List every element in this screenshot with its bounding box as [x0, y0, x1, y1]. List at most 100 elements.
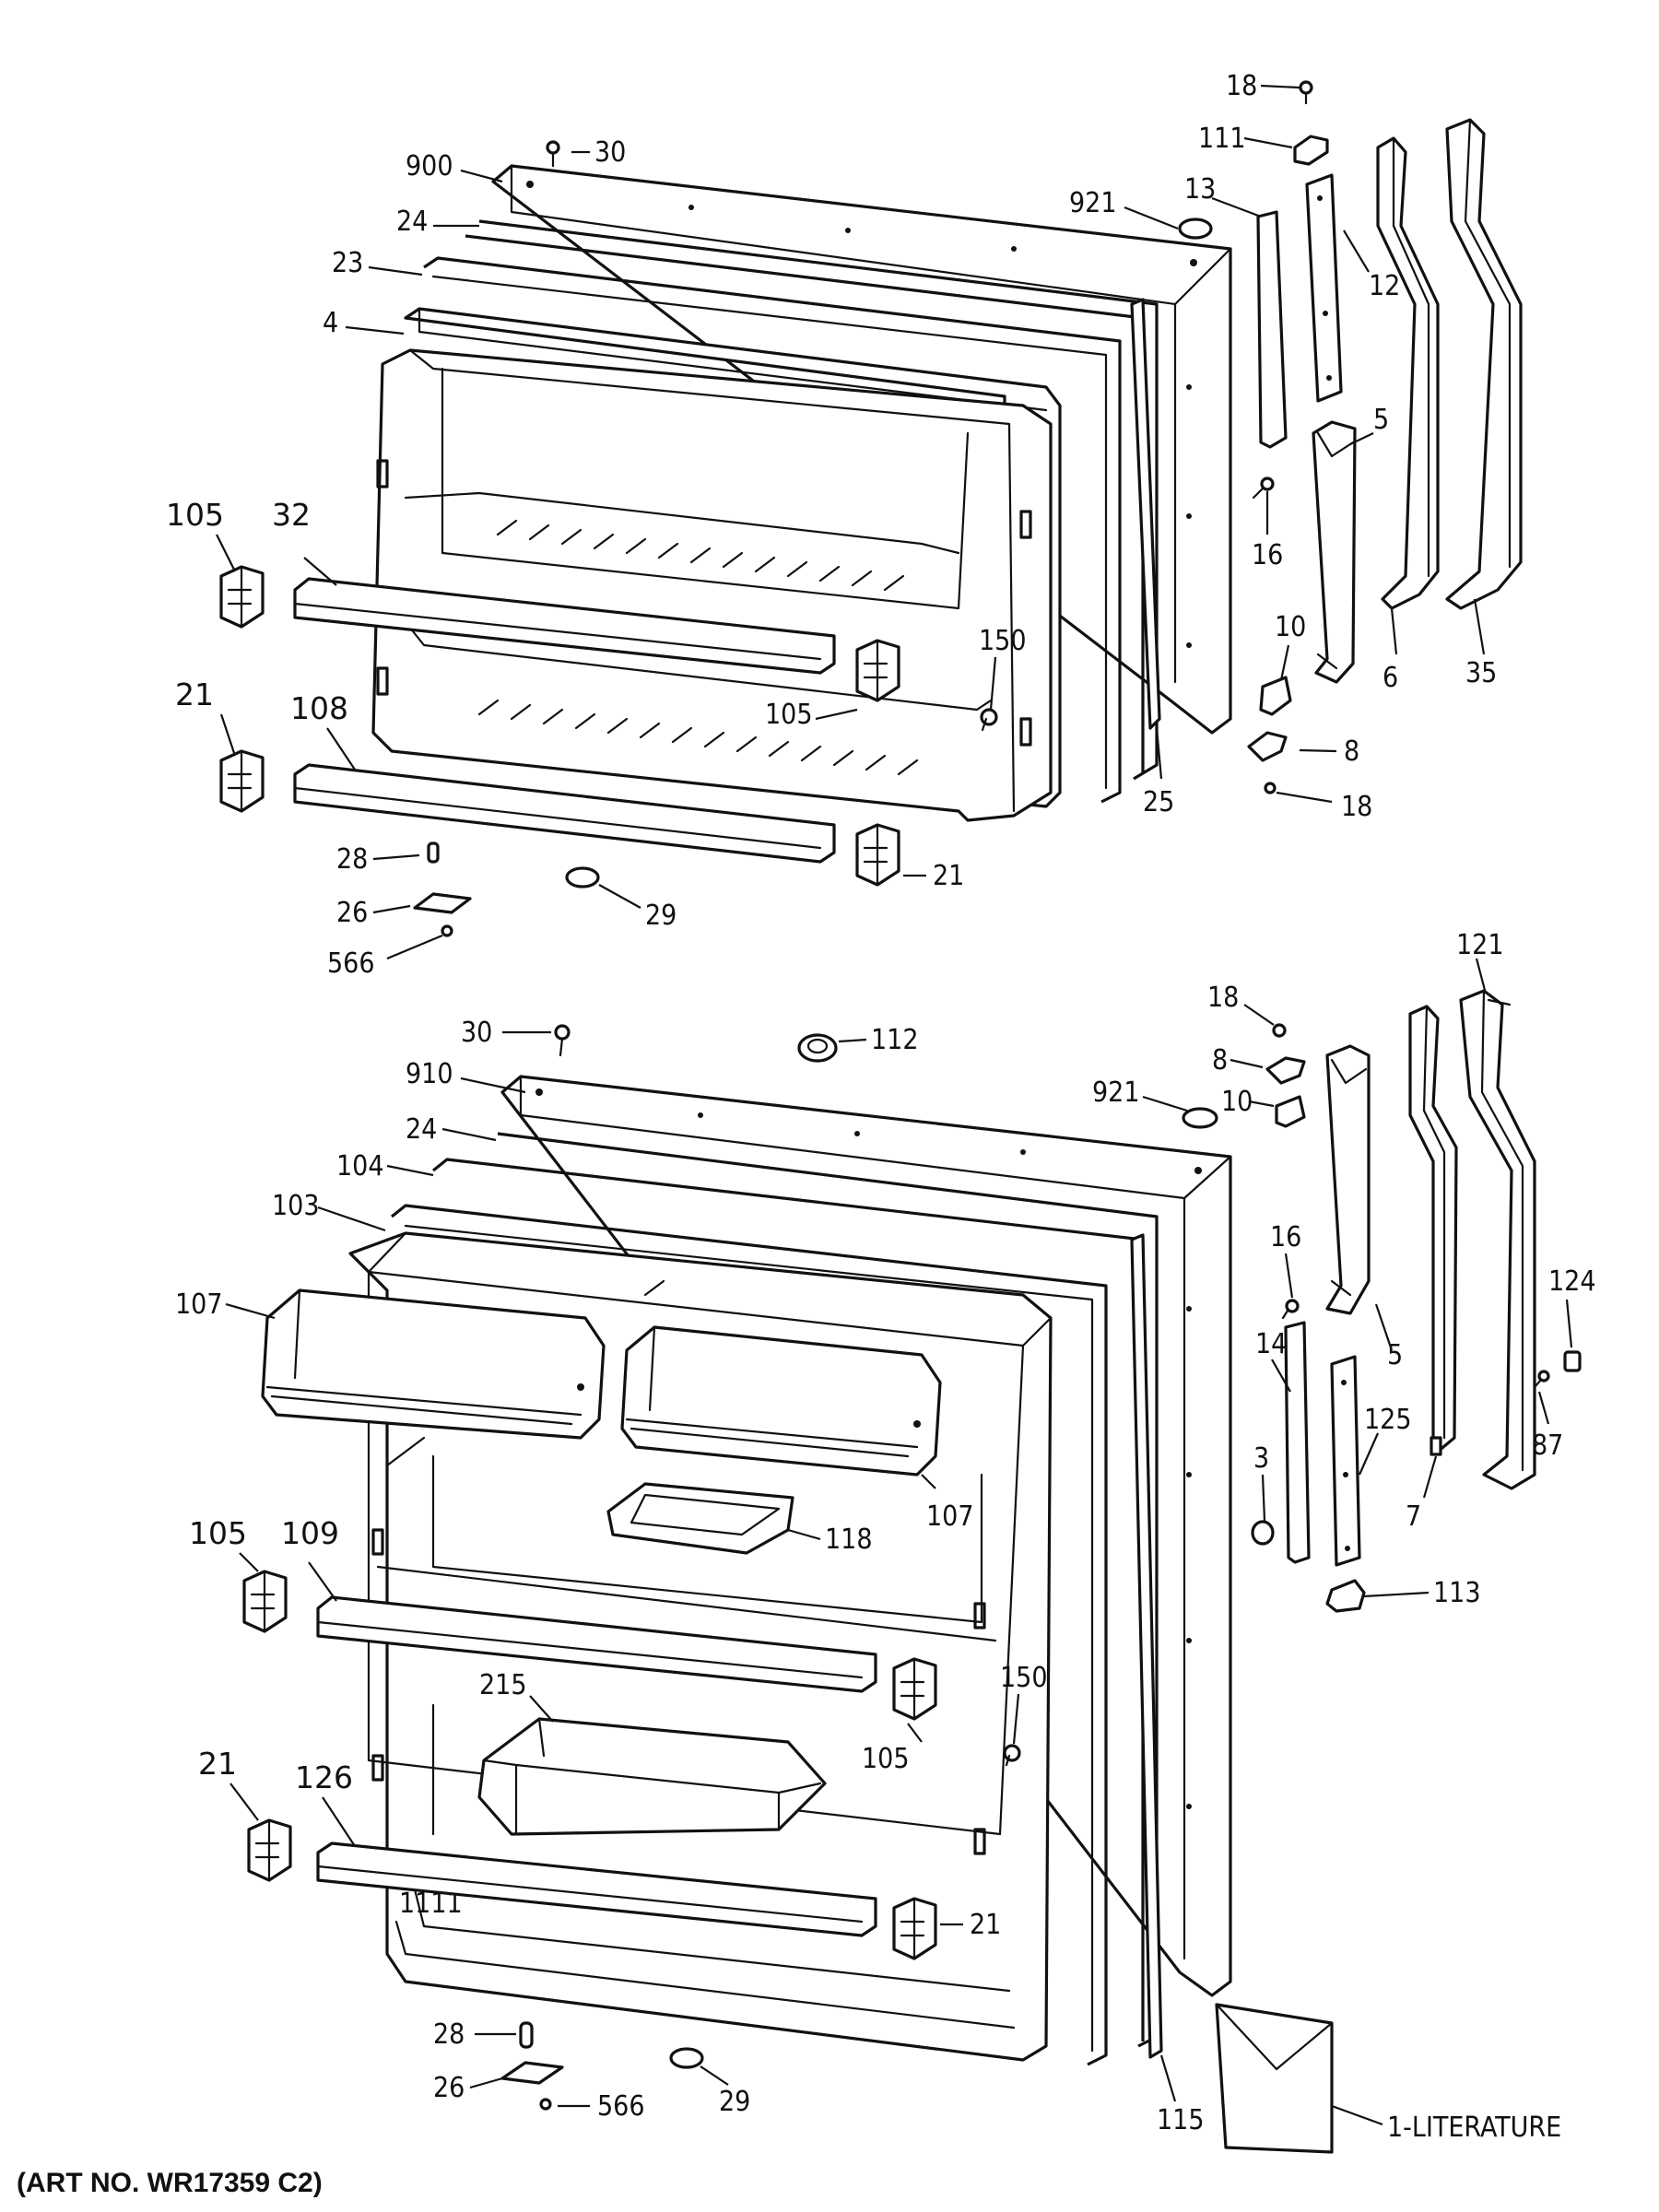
fresh-food-screw-16 — [1281, 1299, 1300, 1320]
freezer-door-gasket — [423, 219, 1159, 804]
callout-ff-18: 18 — [1207, 982, 1239, 1014]
freezer-hinge-bracket-111 — [1293, 135, 1329, 166]
callout-freezer-21-right: 21 — [933, 860, 964, 892]
callout-ff-112: 112 — [871, 1024, 919, 1056]
callout-freezer-12: 12 — [1369, 270, 1400, 302]
freezer-hinge-plate-12 — [1305, 173, 1343, 403]
fresh-food-top-screw-30 — [554, 1024, 571, 1057]
callout-ff-103: 103 — [272, 1190, 320, 1222]
callout-ff-105-right: 105 — [862, 1743, 910, 1775]
callout-ff-121: 121 — [1456, 929, 1504, 961]
callout-ff-30: 30 — [461, 1017, 492, 1049]
freezer-bumper-29 — [565, 866, 600, 888]
fresh-food-plug-921 — [1182, 1107, 1218, 1129]
callout-freezer-10: 10 — [1275, 611, 1306, 643]
fresh-food-shelf-clip-105-right — [892, 1657, 937, 1721]
fresh-food-dairy-door-107-left — [261, 1288, 606, 1440]
callout-ff-5: 5 — [1387, 1339, 1403, 1371]
callout-ff-105-left: 105 — [189, 1515, 247, 1551]
callout-freezer-921: 921 — [1069, 187, 1117, 219]
callout-freezer-32: 32 — [272, 497, 311, 533]
callout-ff-124: 124 — [1548, 1265, 1596, 1298]
freezer-shelf-clip-21-right — [855, 823, 900, 887]
literature-label: 1-LITERATURE — [1387, 2112, 1561, 2144]
fresh-food-bumper-29 — [669, 2047, 704, 2069]
callout-freezer-105-right: 105 — [765, 699, 813, 731]
freezer-handle-trim-35 — [1445, 118, 1523, 610]
fresh-food-shelf-bar-109 — [316, 1595, 877, 1693]
literature-envelope-icon — [1215, 2003, 1334, 2154]
callout-ff-921: 921 — [1092, 1077, 1140, 1109]
fresh-food-hinge-plate-125 — [1330, 1355, 1361, 1567]
callout-freezer-21-left: 21 — [175, 677, 214, 712]
callout-ff-14: 14 — [1255, 1328, 1287, 1360]
callout-ff-115: 115 — [1157, 2104, 1205, 2136]
callout-ff-104: 104 — [336, 1150, 384, 1182]
callout-ff-3: 3 — [1253, 1442, 1269, 1475]
fresh-food-shelf-bar-126 — [316, 1841, 877, 1937]
callout-ff-109: 109 — [281, 1515, 339, 1551]
freezer-top-screw-30 — [546, 140, 560, 168]
callout-freezer-105-left: 105 — [166, 497, 224, 533]
fresh-food-door-assembly: 1111 — [242, 989, 1582, 2154]
callout-freezer-25: 25 — [1143, 786, 1174, 818]
callout-freezer-35: 35 — [1465, 657, 1497, 689]
callout-freezer-28: 28 — [336, 843, 368, 876]
callout-ff-21-right: 21 — [970, 1909, 1001, 1941]
freezer-door-assembly — [219, 80, 1523, 937]
callout-freezer-13: 13 — [1184, 173, 1216, 206]
freezer-plate-26 — [413, 892, 472, 914]
freezer-hinge-cover-13 — [1256, 210, 1288, 449]
callout-ff-910: 910 — [406, 1058, 453, 1090]
freezer-bracket-8 — [1247, 731, 1288, 762]
freezer-screw-18-top — [1299, 80, 1313, 95]
fresh-food-plate-26 — [500, 2061, 564, 2085]
freezer-screw-566 — [441, 924, 453, 937]
fresh-food-screw-18 — [1272, 1023, 1287, 1038]
callout-ff-21-left: 21 — [198, 1746, 237, 1782]
callout-freezer-6: 6 — [1382, 662, 1398, 694]
freezer-shelf-clip-105-right — [855, 639, 900, 702]
callout-ff-29: 29 — [719, 2086, 750, 2118]
fresh-food-bracket-8 — [1265, 1056, 1306, 1085]
callout-freezer-30: 30 — [594, 136, 626, 169]
freezer-shelf-clip-21-left — [219, 749, 265, 813]
callout-freezer-18-top: 18 — [1226, 70, 1257, 102]
callout-labels: 18 111 30 900 921 13 12 24 23 4 5 105 32… — [17, 70, 1596, 2198]
freezer-door-stop-25 — [1130, 298, 1161, 730]
callout-freezer-26: 26 — [336, 897, 368, 929]
leader-lines — [216, 84, 1573, 2126]
callout-ff-26: 26 — [433, 2072, 465, 2104]
fresh-food-pin-28 — [519, 2021, 534, 2049]
freezer-shelf-bar-108 — [293, 763, 836, 864]
callout-ff-566: 566 — [597, 2090, 645, 2123]
art-number-label: (ART NO. WR17359 C2) — [17, 2168, 323, 2198]
callout-ff-10: 10 — [1221, 1086, 1253, 1118]
callout-ff-7: 7 — [1406, 1500, 1421, 1533]
freezer-screw-18-bottom — [1264, 782, 1277, 794]
fresh-food-clip-124 — [1563, 1350, 1582, 1372]
fresh-food-door-stop-115 — [1130, 1233, 1163, 2059]
fresh-food-nut-3 — [1251, 1520, 1275, 1546]
freezer-door-inner-bin — [371, 348, 1053, 822]
callout-freezer-16: 16 — [1252, 539, 1283, 571]
freezer-plug-921 — [1178, 218, 1213, 240]
callout-ff-87: 87 — [1532, 1430, 1563, 1462]
callout-freezer-566: 566 — [327, 947, 375, 980]
callout-freezer-111: 111 — [1198, 123, 1246, 155]
fresh-food-dairy-door-107-right — [620, 1325, 942, 1477]
callout-freezer-108: 108 — [290, 690, 348, 726]
fresh-food-shelf-clip-105-left — [242, 1570, 288, 1633]
callout-freezer-4: 4 — [323, 307, 338, 339]
callout-freezer-29: 29 — [645, 900, 677, 932]
fresh-food-screw-566 — [539, 2098, 552, 2111]
freezer-handle-5 — [1312, 420, 1357, 684]
callout-freezer-23: 23 — [332, 247, 363, 279]
fresh-food-handle-5 — [1325, 1044, 1371, 1315]
callout-ff-28: 28 — [433, 2018, 465, 2051]
callout-ff-24: 24 — [406, 1113, 437, 1146]
fresh-food-handle-trim-7 — [1408, 1005, 1458, 1456]
freezer-handle-trim-6 — [1376, 136, 1440, 610]
callout-freezer-5: 5 — [1373, 404, 1389, 436]
